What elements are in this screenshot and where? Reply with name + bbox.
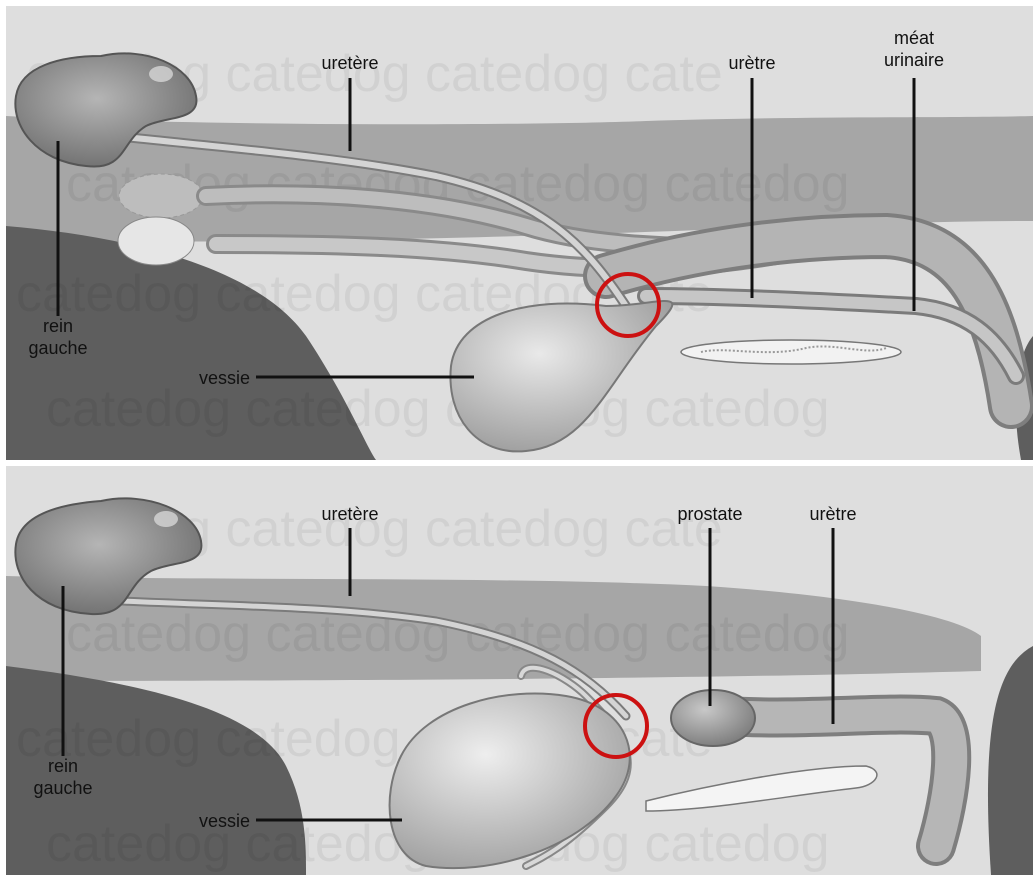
- rectum: [681, 340, 901, 364]
- label-meatus-line1: méat: [894, 28, 934, 48]
- label-meatus-line2: urinaire: [884, 50, 944, 70]
- label-urethra: urètre: [728, 53, 775, 73]
- label-kidney-line2: gauche: [28, 338, 87, 358]
- ovary-lower: [118, 217, 194, 265]
- label-ureter: uretère: [321, 504, 378, 524]
- label-ureter: uretère: [321, 53, 378, 73]
- label-urethra: urètre: [809, 504, 856, 524]
- label-bladder: vessie: [199, 811, 250, 831]
- label-bladder: vessie: [199, 368, 250, 388]
- female-anatomy-illustration: catedog catedog catedog cate catedog cat…: [6, 6, 1033, 460]
- svg-text:catedog catedog catedog catedo: catedog catedog catedog catedog: [66, 605, 850, 663]
- male-anatomy-illustration: catedog catedog catedog cate catedog cat…: [6, 466, 1033, 875]
- svg-text:catedog catedog catedog catedo: catedog catedog catedog catedog: [46, 380, 830, 438]
- ovary-upper: [119, 174, 203, 218]
- male-urinary-diagram: catedog catedog catedog cate catedog cat…: [6, 466, 1033, 875]
- label-kidney-line1: rein: [48, 756, 78, 776]
- female-urinary-diagram: catedog catedog catedog cate catedog cat…: [6, 6, 1033, 460]
- label-kidney-line2: gauche: [33, 778, 92, 798]
- label-kidney-line1: rein: [43, 316, 73, 336]
- prostate-shape: [671, 690, 755, 746]
- label-prostate: prostate: [677, 504, 742, 524]
